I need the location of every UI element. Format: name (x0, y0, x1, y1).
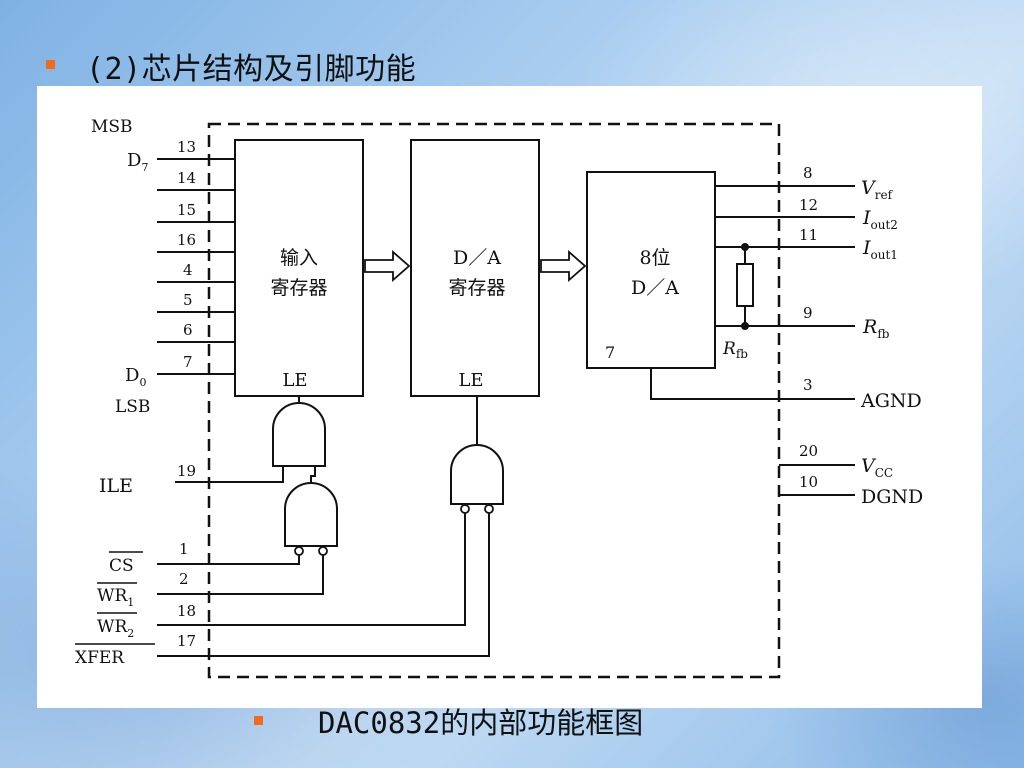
dac-label-1: 8位 (639, 247, 670, 269)
and-gate-wr2-xfer (450, 444, 504, 505)
ile-label: ILE (99, 475, 133, 497)
control-wiring (157, 396, 490, 657)
wr2-label: WR2 (97, 617, 134, 640)
pin-13: 13 (177, 138, 196, 156)
node-iout1 (741, 243, 749, 251)
pin-16: 16 (177, 231, 196, 249)
feedback-resistor (736, 263, 754, 307)
arrow-input-to-da (364, 250, 411, 282)
pin-10: 10 (799, 473, 818, 491)
pin-7: 7 (183, 353, 193, 371)
data-pin-numbers: 13 14 15 16 4 5 6 7 (177, 138, 196, 371)
lsb-label: LSB (115, 397, 150, 417)
msb-label: MSB (91, 117, 133, 137)
pin-14: 14 (177, 169, 196, 187)
input-register-label-2: 寄存器 (270, 277, 327, 299)
pin-12: 12 (799, 196, 818, 214)
dac-pin-7-label: 7 (605, 343, 615, 362)
d7-label: D7 (127, 150, 148, 174)
pin-18: 18 (177, 602, 196, 620)
pin-6: 6 (183, 321, 193, 339)
vref-label: Vref (861, 177, 894, 202)
heading-bullet-icon (46, 60, 55, 69)
figure-caption: DAC0832的内部功能框图 (318, 706, 644, 740)
input-register-label-1: 输入 (280, 247, 318, 269)
pin-3: 3 (803, 376, 813, 394)
pin-15: 15 (177, 201, 196, 219)
data-input-lines (157, 158, 235, 375)
vcc-label: VCC (861, 455, 893, 480)
cs-label: CS (109, 556, 134, 576)
rfb-label: Rfb (862, 316, 890, 341)
dac0832-block-diagram: 输入 寄存器 LE D／A 寄存器 LE 8位 D／A 7 13 14 15 1… (75, 117, 923, 679)
d0-label: D0 (125, 365, 146, 389)
iout1-label: Iout1 (862, 237, 898, 262)
pin-8: 8 (803, 164, 813, 182)
input-register-le: LE (282, 370, 307, 391)
right-pin-numbers: 8 12 11 9 3 20 10 (799, 164, 818, 491)
block-diagram-figure: 输入 寄存器 LE D／A 寄存器 LE 8位 D／A 7 13 14 15 1… (37, 86, 982, 708)
right-side-wiring (650, 185, 855, 496)
pin-11: 11 (799, 226, 818, 244)
rfb-resistor-label: Rfb (722, 339, 748, 361)
dgnd-label: DGND (861, 486, 923, 508)
and-gate-ile (272, 402, 326, 467)
chip-boundary (207, 122, 781, 679)
da-register-label-2: 寄存器 (448, 277, 505, 299)
pin-4: 4 (183, 261, 193, 279)
wr1-label: WR1 (97, 586, 134, 609)
da-register-block (410, 139, 540, 397)
pin-19: 19 (177, 462, 196, 480)
logic-gates (272, 402, 504, 547)
pin-9: 9 (803, 304, 813, 322)
node-rfb (741, 322, 749, 330)
pin-2: 2 (179, 570, 189, 588)
and-gate-cs-wr1 (284, 482, 338, 547)
dac-block (586, 171, 716, 369)
da-register-le: LE (458, 370, 483, 391)
arrow-da-to-dac (540, 250, 587, 282)
dac-label-2: D／A (631, 277, 679, 299)
iout2-label: Iout2 (862, 207, 898, 232)
pin-5: 5 (183, 291, 193, 309)
pin-17: 17 (177, 632, 196, 650)
pin-20: 20 (799, 442, 818, 460)
caption-bullet-icon (254, 716, 263, 725)
slide-heading: (2)芯片结构及引脚功能 (86, 52, 417, 87)
agnd-label: AGND (860, 390, 922, 412)
xfer-label: XFER (75, 648, 125, 668)
pin-1: 1 (179, 540, 189, 558)
da-register-label-1: D／A (453, 247, 501, 269)
